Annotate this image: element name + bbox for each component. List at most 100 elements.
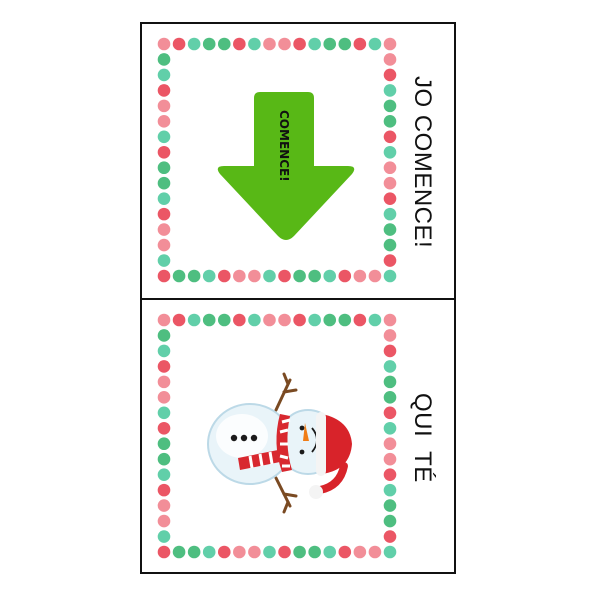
border-dot <box>383 223 397 236</box>
border-dot <box>383 499 397 512</box>
arrow-down-icon: COMENCE! <box>214 90 358 242</box>
border-dot <box>217 37 231 51</box>
border-dot <box>383 406 397 420</box>
border-dot <box>383 329 397 342</box>
border-dot <box>383 68 397 82</box>
border-dot <box>157 223 171 236</box>
border-dot <box>383 53 397 66</box>
border-dot <box>383 344 397 358</box>
border-dot <box>308 545 321 559</box>
card-half-top: COMENCE! JO COMENCE! <box>142 24 454 298</box>
dot-border-frame <box>157 313 397 559</box>
border-dot <box>338 269 352 283</box>
border-dot <box>157 254 171 267</box>
border-dot <box>217 269 231 283</box>
border-dot <box>157 406 171 420</box>
border-dot <box>157 99 171 113</box>
border-dot <box>308 37 321 51</box>
border-dot <box>383 37 397 51</box>
border-dot <box>383 360 397 373</box>
border-dot <box>278 545 291 559</box>
card-divider <box>142 298 454 300</box>
border-dot <box>338 545 352 559</box>
border-dot <box>157 115 171 128</box>
border-dot <box>217 313 231 327</box>
border-dot <box>157 37 171 51</box>
border-dot <box>383 192 397 205</box>
border-dot <box>383 238 397 252</box>
arrow-label: COMENCE! <box>262 90 306 202</box>
border-dot <box>157 360 171 373</box>
side-label-bottom: QUI TÉ <box>396 318 448 558</box>
border-dot <box>323 37 337 51</box>
border-dot <box>217 545 231 559</box>
border-dot <box>157 545 171 559</box>
border-dot <box>383 84 397 97</box>
side-label-top: JO COMENCE! <box>396 42 448 282</box>
side-label-bottom-text: QUI TÉ <box>409 393 436 483</box>
border-dot <box>278 37 291 51</box>
border-dot <box>202 269 216 283</box>
border-dot <box>338 37 352 51</box>
snowman-buttons <box>230 434 258 442</box>
border-dot <box>383 468 397 481</box>
border-dot <box>233 269 246 283</box>
border-dot <box>383 145 397 159</box>
border-dot <box>202 545 216 559</box>
border-dot <box>157 145 171 159</box>
border-dot <box>187 37 201 51</box>
border-dot <box>383 176 397 190</box>
snowman-icon <box>198 366 358 516</box>
border-dot <box>157 437 171 451</box>
border-dot <box>308 313 321 327</box>
border-dot <box>157 130 171 144</box>
border-dot <box>157 452 171 466</box>
snowman-arm-top <box>274 372 298 412</box>
border-dot <box>157 329 171 342</box>
border-dot <box>233 37 246 51</box>
border-dot <box>248 37 261 51</box>
border-dot <box>233 313 246 327</box>
border-dot <box>383 254 397 267</box>
border-dot <box>263 545 276 559</box>
border-dot <box>157 161 171 175</box>
border-dot <box>157 192 171 205</box>
border-dot <box>157 530 171 543</box>
border-dot <box>187 545 201 559</box>
border-dot <box>157 53 171 66</box>
border-dot <box>157 207 171 221</box>
border-dot <box>383 514 397 528</box>
border-dot <box>353 269 367 283</box>
border-dot <box>157 68 171 82</box>
border-dot <box>383 130 397 144</box>
border-dot <box>157 375 171 389</box>
border-dot <box>308 269 321 283</box>
border-dot <box>157 391 171 404</box>
border-dot <box>278 313 291 327</box>
border-dot <box>157 468 171 481</box>
arrow-shape <box>217 92 355 240</box>
border-dot <box>383 375 397 389</box>
snowman-hat <box>309 412 352 499</box>
border-dot <box>293 313 306 327</box>
border-dot <box>383 313 397 327</box>
border-dot <box>157 313 171 327</box>
border-dot <box>338 313 352 327</box>
border-dot <box>323 269 337 283</box>
border-dot <box>263 37 276 51</box>
border-dot <box>383 391 397 404</box>
border-dot <box>293 545 306 559</box>
border-dot <box>157 344 171 358</box>
border-dot <box>368 269 382 283</box>
border-dot <box>323 545 337 559</box>
border-dot <box>248 545 261 559</box>
border-dot <box>157 238 171 252</box>
border-dot <box>293 37 306 51</box>
border-dot <box>353 37 367 51</box>
border-dot <box>172 545 186 559</box>
border-dot <box>157 421 171 435</box>
border-dot <box>383 421 397 435</box>
border-dot <box>157 176 171 190</box>
border-dot <box>263 313 276 327</box>
border-dot <box>157 514 171 528</box>
